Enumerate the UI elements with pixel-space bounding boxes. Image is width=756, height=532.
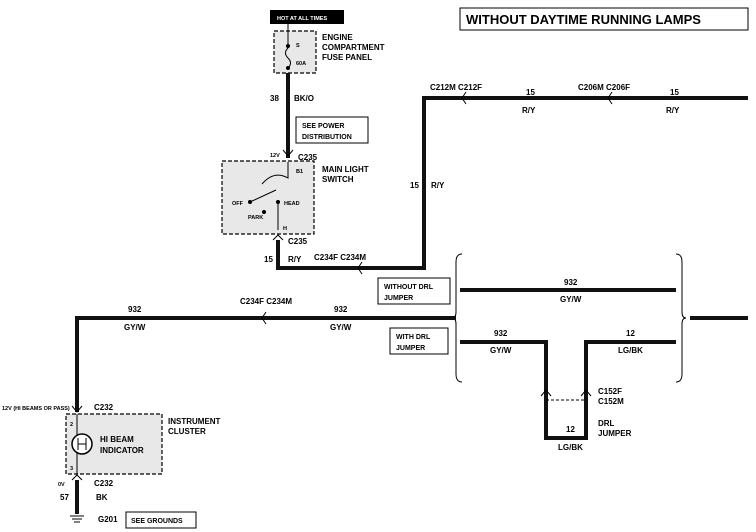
main-light-switch-box bbox=[221, 160, 315, 235]
switch-off-contact bbox=[248, 200, 252, 204]
indicator-label-1: HI BEAM bbox=[100, 435, 134, 444]
top-wire-15a-circuit: 15 bbox=[526, 88, 535, 97]
indicator-label-2: INDICATOR bbox=[100, 446, 144, 455]
title-box bbox=[459, 7, 749, 31]
c232-top-connector: C232 bbox=[94, 403, 114, 412]
fuse-panel-label-1: ENGINE bbox=[322, 33, 353, 42]
c152-line1: C152F bbox=[598, 387, 622, 396]
switch-off-label: OFF bbox=[232, 201, 244, 207]
fuse-letter: S bbox=[296, 43, 300, 49]
switch-label-1: MAIN LIGHT bbox=[322, 165, 369, 174]
bracket-932-low-color: GY/W bbox=[490, 346, 512, 355]
wire-15-vert-color: R/Y bbox=[431, 181, 445, 190]
fuse-panel-label-3: FUSE PANEL bbox=[322, 53, 372, 62]
cluster-pin-top: 2 bbox=[70, 422, 73, 428]
c212-label: C212M C212F bbox=[430, 83, 482, 92]
bracket-932-top-circuit: 932 bbox=[564, 278, 578, 287]
c206-label: C206M C206F bbox=[578, 83, 630, 92]
ground-id: G201 bbox=[98, 515, 118, 524]
c234-top-label: C234F C234M bbox=[314, 253, 366, 262]
fuse-terminal-top bbox=[286, 44, 290, 48]
wire-932-mid-circuit: 932 bbox=[334, 305, 348, 314]
c232-top-connector-icon bbox=[71, 405, 83, 413]
power-distribution-line1: SEE POWER bbox=[302, 123, 344, 130]
top-wire-15a-color: R/Y bbox=[522, 106, 536, 115]
c232-bottom-voltage: 0V bbox=[58, 482, 65, 488]
c152-left-connector-icon bbox=[540, 389, 552, 397]
fuse-panel-box bbox=[273, 30, 317, 74]
wire-38-circuit: 38 bbox=[270, 94, 279, 103]
fuse-panel-label-2: COMPARTMENT bbox=[322, 43, 385, 52]
switch-head-label: HEAD bbox=[284, 201, 300, 207]
with-drl-line2: JUMPER bbox=[396, 345, 425, 352]
fuse-terminal-bottom bbox=[286, 66, 290, 70]
c234-mid-connector-icon bbox=[261, 311, 267, 325]
c152-line2: C152M bbox=[598, 397, 624, 406]
wire-932-left-color: GY/W bbox=[124, 323, 146, 332]
wire-15-left-color: R/Y bbox=[288, 255, 302, 264]
c235-top-connector: C235 bbox=[298, 153, 318, 162]
switch-park-label: PARK bbox=[248, 215, 263, 221]
fuse-element bbox=[285, 47, 291, 69]
wire-15 bbox=[276, 96, 748, 270]
bracket-12-top-color: LG/BK bbox=[618, 346, 643, 355]
without-drl-line2: JUMPER bbox=[384, 295, 413, 302]
c212-connector-icon bbox=[461, 91, 467, 105]
switch-wiper bbox=[261, 162, 289, 185]
wire-15-vert-circuit: 15 bbox=[410, 181, 419, 190]
cluster-pin-bottom: 3 bbox=[70, 466, 73, 472]
cluster-label-2: CLUSTER bbox=[168, 427, 206, 436]
power-distribution-box bbox=[295, 116, 369, 144]
bottom-12-circuit: 12 bbox=[566, 425, 575, 434]
wire-15-left-circuit: 15 bbox=[264, 255, 273, 264]
wire-57-color: BK bbox=[96, 493, 108, 502]
wire-57-circuit: 57 bbox=[60, 493, 69, 502]
bracket-12-top-circuit: 12 bbox=[626, 329, 635, 338]
switch-park-contact bbox=[262, 210, 266, 214]
c232-bottom-connector: C232 bbox=[94, 479, 114, 488]
c235-bottom-connector: C235 bbox=[288, 237, 308, 246]
switch-arm bbox=[249, 189, 277, 203]
hot-at-all-times-badge bbox=[270, 10, 344, 24]
with-drl-line1: WITH DRL bbox=[396, 334, 431, 341]
option-bracket-right bbox=[675, 253, 687, 383]
power-distribution-line2: DISTRIBUTION bbox=[302, 134, 352, 141]
hi-beam-indicator-symbol bbox=[77, 438, 87, 450]
cluster-label-1: INSTRUMENT bbox=[168, 417, 221, 426]
ground-icon bbox=[70, 515, 84, 523]
bracket-932-low-circuit: 932 bbox=[494, 329, 508, 338]
hot-at-all-times-label: HOT AT ALL TIMES bbox=[277, 16, 327, 22]
without-drl-line1: WITHOUT DRL bbox=[384, 284, 434, 291]
c232-top-voltage: 12V (HI BEAMS OR PASS) bbox=[2, 406, 70, 412]
c152-right-connector-icon bbox=[580, 389, 592, 397]
c206-connector-icon bbox=[607, 91, 613, 105]
drl-jumper-line2: JUMPER bbox=[598, 429, 632, 438]
wire-932-left-circuit: 932 bbox=[128, 305, 142, 314]
drl-jumper-line1: DRL bbox=[598, 419, 615, 428]
with-drl-box bbox=[389, 327, 449, 355]
c234-top-connector-icon bbox=[357, 261, 363, 275]
c232-bottom-connector-icon bbox=[71, 474, 83, 481]
wire-932 bbox=[75, 316, 456, 412]
switch-h-label: H bbox=[283, 226, 287, 232]
c234-mid-label: C234F C234M bbox=[240, 297, 292, 306]
diagram-title: WITHOUT DAYTIME RUNNING LAMPS bbox=[466, 12, 701, 27]
c235-bottom-connector-icon bbox=[272, 234, 284, 241]
wire-38-color: BK/O bbox=[294, 94, 314, 103]
see-grounds-label: SEE GROUNDS bbox=[131, 518, 183, 525]
c235-top-connector-icon bbox=[282, 149, 294, 157]
bottom-12-color: LG/BK bbox=[558, 443, 583, 452]
switch-b1: B1 bbox=[296, 169, 303, 175]
switch-label-2: SWITCH bbox=[322, 175, 354, 184]
without-drl-box bbox=[377, 277, 451, 305]
wire-932-mid-color: GY/W bbox=[330, 323, 352, 332]
see-grounds-box bbox=[125, 511, 197, 529]
drl-jumper-wire bbox=[460, 340, 676, 440]
c235-top-voltage: 12V bbox=[270, 153, 280, 159]
fuse-rating: 60A bbox=[296, 61, 306, 67]
bracket-932-top-color: GY/W bbox=[560, 295, 582, 304]
top-wire-15b-color: R/Y bbox=[666, 106, 680, 115]
top-wire-15b-circuit: 15 bbox=[670, 88, 679, 97]
